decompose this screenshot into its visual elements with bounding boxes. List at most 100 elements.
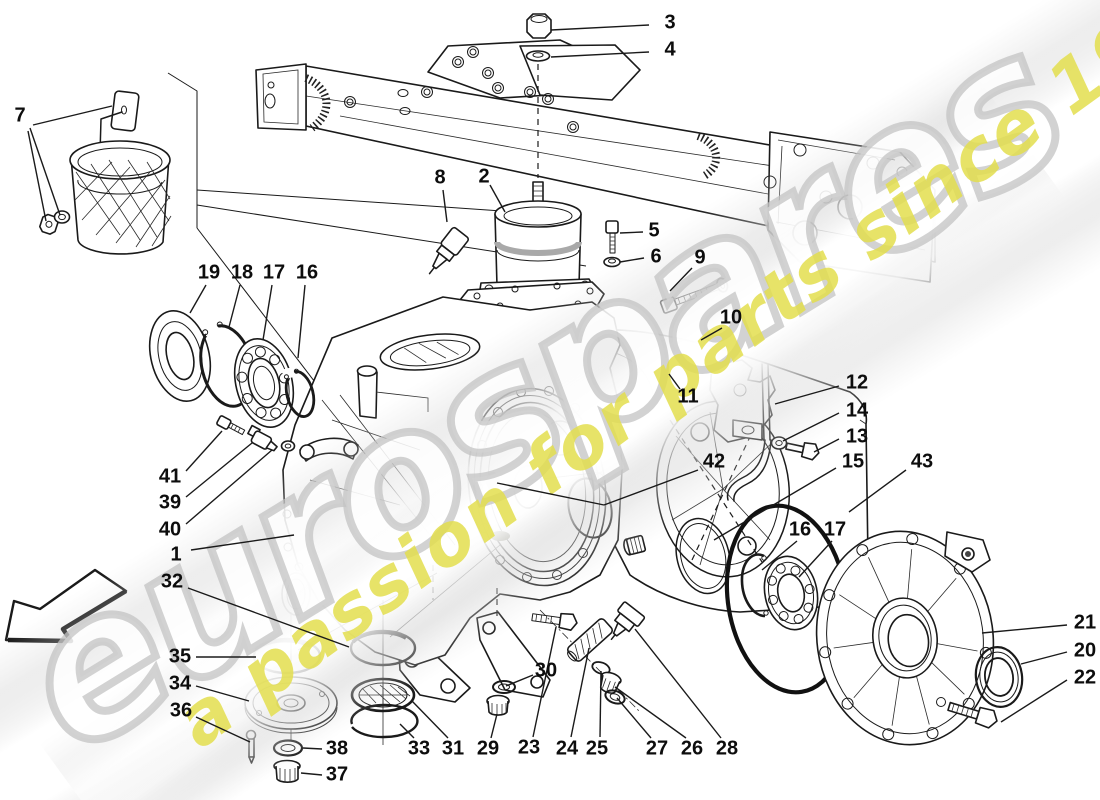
leader-line-30 <box>505 674 534 687</box>
leader-line-6 <box>619 257 645 263</box>
callout-label-41: 41 <box>158 465 182 488</box>
mount-nut-washer <box>525 13 552 178</box>
callout-label-37: 37 <box>325 763 349 786</box>
callout-label-21: 21 <box>1073 611 1097 634</box>
leader-line-14 <box>782 412 840 442</box>
callout-label-8: 8 <box>434 166 446 189</box>
leader-line-19 <box>189 284 207 314</box>
leader-line-18 <box>228 284 241 328</box>
callout-label-17: 17 <box>262 261 286 284</box>
leader-line-8 <box>442 189 448 223</box>
sensors-left <box>216 415 296 452</box>
leader-line-36 <box>195 716 251 743</box>
callout-label-27: 27 <box>645 737 669 760</box>
leader-line-17 <box>262 284 273 341</box>
leader-line-27 <box>616 697 652 739</box>
callout-label-30: 30 <box>534 659 558 682</box>
leader-line-40 <box>185 449 273 525</box>
callout-label-22: 22 <box>1073 666 1097 689</box>
bearing-set-left <box>148 310 316 428</box>
leader-line-24 <box>570 647 590 738</box>
leader-line-42 <box>496 482 605 506</box>
callout-label-14: 14 <box>845 399 869 422</box>
callout-label-7: 7 <box>14 104 26 127</box>
leader-line-26 <box>614 686 687 739</box>
leader-line-4 <box>550 51 650 58</box>
part-7-sleeve-group <box>38 90 172 255</box>
leader-line-22 <box>1000 679 1068 723</box>
leader-line-42 <box>603 469 699 506</box>
leader-line-15 <box>713 467 837 541</box>
end-cover <box>815 530 1024 746</box>
leader-line-1 <box>190 534 295 551</box>
callout-label-24: 24 <box>555 737 579 760</box>
callout-label-19: 19 <box>197 261 221 284</box>
callout-label-1: 1 <box>170 543 182 566</box>
callout-label-28: 28 <box>715 737 739 760</box>
frame-bolts <box>344 46 579 133</box>
leader-line-9 <box>669 267 693 292</box>
leader-line-2 <box>489 184 506 213</box>
leader-line-7 <box>27 130 47 222</box>
callout-label-43: 43 <box>910 450 934 473</box>
leader-line-39 <box>185 442 253 498</box>
leader-line-7 <box>32 105 113 126</box>
leader-line-32 <box>187 587 350 648</box>
callout-label-6: 6 <box>650 245 662 268</box>
callout-label-10: 10 <box>719 306 743 329</box>
leader-line-34 <box>195 685 250 702</box>
callout-label-36: 36 <box>169 699 193 722</box>
callout-label-3: 3 <box>664 11 676 34</box>
leader-line-11 <box>668 373 681 390</box>
bolt-22 <box>947 701 998 729</box>
leader-line-41 <box>185 430 223 472</box>
leader-line-5 <box>619 231 644 234</box>
callout-label-32: 32 <box>160 570 184 593</box>
callout-label-13: 13 <box>845 425 869 448</box>
callout-label-5: 5 <box>648 219 660 242</box>
callout-label-39: 39 <box>158 491 182 514</box>
callout-label-33: 33 <box>407 737 431 760</box>
leader-line-29 <box>490 713 498 739</box>
callout-label-2: 2 <box>478 165 490 188</box>
leader-line-12 <box>774 385 840 405</box>
callout-label-35: 35 <box>168 645 192 668</box>
callout-label-18: 18 <box>230 261 254 284</box>
callout-label-17: 17 <box>823 518 847 541</box>
leader-line-25 <box>599 670 602 738</box>
leader-line-16 <box>297 284 306 359</box>
callout-label-9: 9 <box>694 246 706 269</box>
leader-line-3 <box>550 24 650 31</box>
callout-label-31: 31 <box>441 737 465 760</box>
callout-label-15: 15 <box>841 450 865 473</box>
leader-line-43 <box>848 469 907 513</box>
callout-label-12: 12 <box>845 371 869 394</box>
leader-line-10 <box>700 327 723 341</box>
callout-label-4: 4 <box>664 38 676 61</box>
callout-label-20: 20 <box>1073 639 1097 662</box>
callout-label-42: 42 <box>702 450 726 473</box>
leader-lines <box>27 24 1068 776</box>
callout-label-23: 23 <box>517 736 541 759</box>
leader-line-13 <box>813 438 840 453</box>
leader-line-37 <box>300 772 323 776</box>
leader-line-28 <box>634 628 722 739</box>
sensor-8 <box>428 226 470 275</box>
callout-label-16: 16 <box>788 518 812 541</box>
leader-line-33 <box>399 723 415 739</box>
callout-label-26: 26 <box>680 737 704 760</box>
callout-label-25: 25 <box>585 737 609 760</box>
callout-label-29: 29 <box>476 737 500 760</box>
leader-line-21 <box>981 624 1068 634</box>
leader-line-17 <box>798 540 833 578</box>
leader-line-20 <box>1020 651 1068 665</box>
leader-line-16 <box>761 540 798 571</box>
callout-label-40: 40 <box>158 518 182 541</box>
leader-line-38 <box>302 747 323 750</box>
leader-line-31 <box>411 700 449 739</box>
leader-line-7 <box>29 127 61 216</box>
callout-label-34: 34 <box>168 672 192 695</box>
callout-label-38: 38 <box>325 737 349 760</box>
